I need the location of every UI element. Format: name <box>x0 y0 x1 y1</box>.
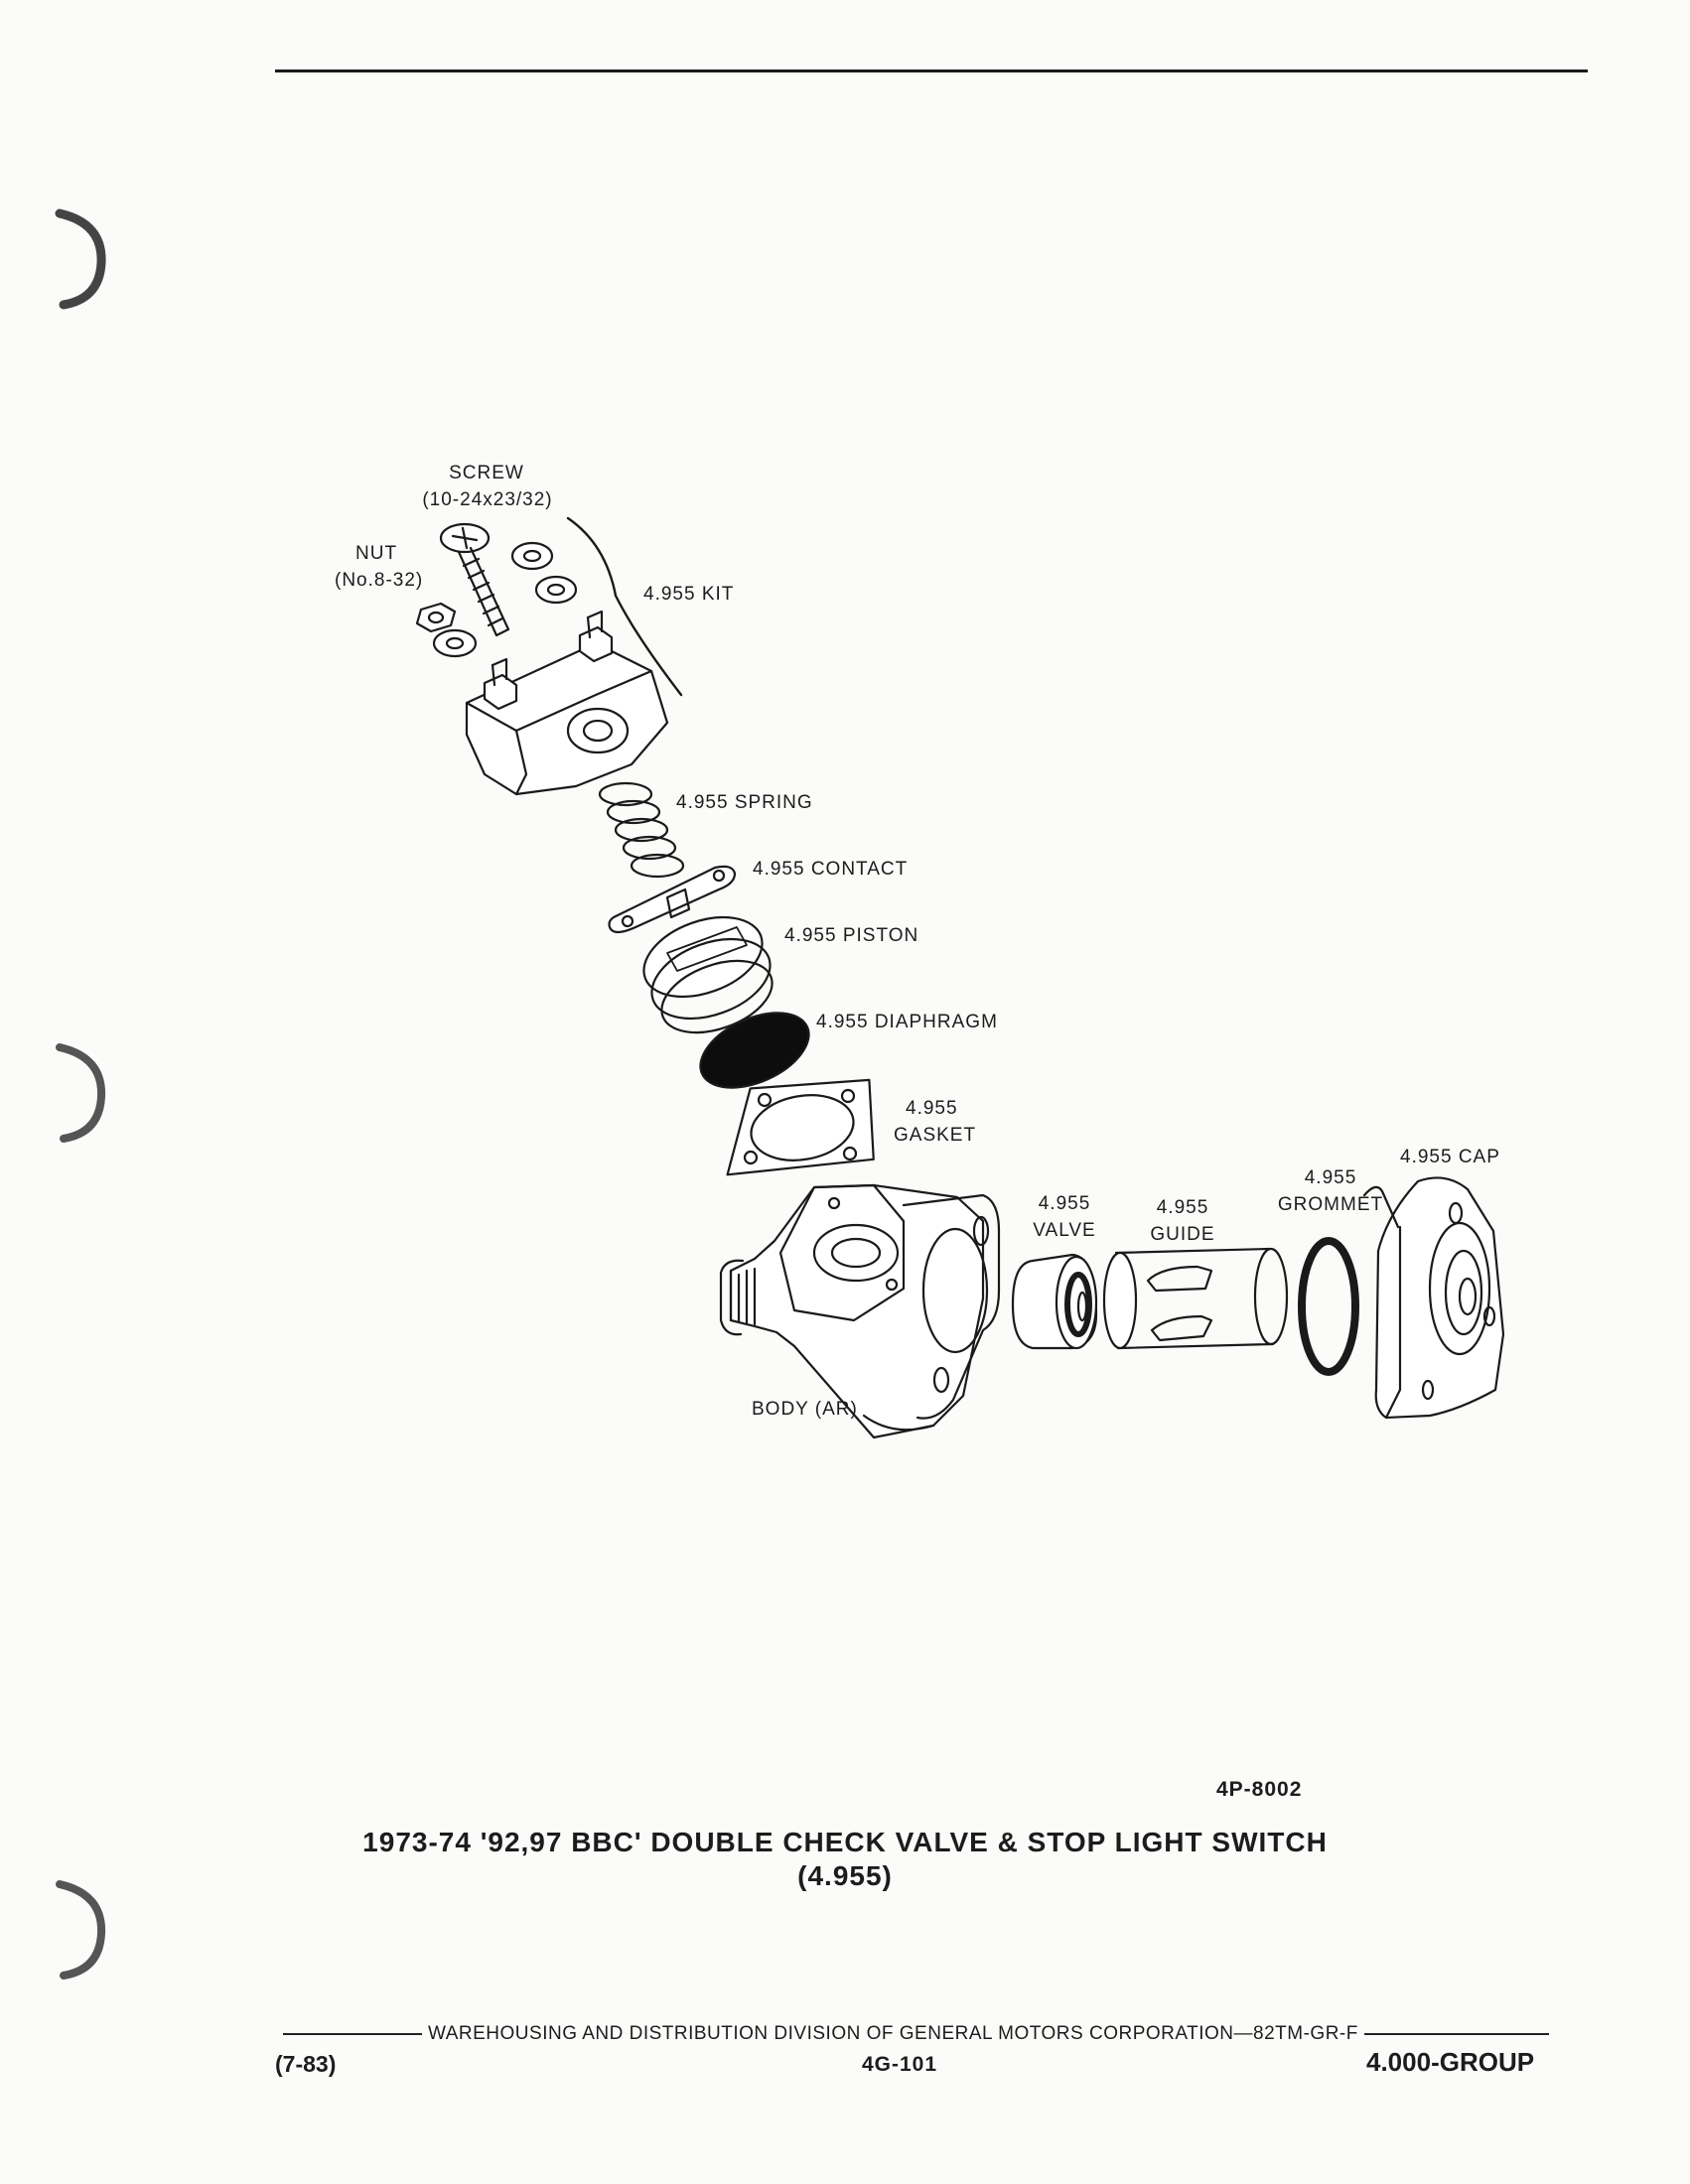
footer-page-number: 4G-101 <box>862 2053 938 2076</box>
binder-hole-middle <box>56 1043 106 1143</box>
label-piston: 4.955 PISTON <box>784 925 919 946</box>
label-body: BODY (AR) <box>752 1399 858 1420</box>
label-guide-number: 4.955 <box>1156 1197 1209 1218</box>
footer-rule-right <box>1363 2033 1549 2035</box>
label-grommet-number: 4.955 <box>1304 1167 1357 1188</box>
nuts-and-washers <box>415 541 578 658</box>
label-nut: NUT <box>355 543 398 564</box>
cap-part <box>1362 1176 1505 1420</box>
label-gasket: GASKET <box>894 1125 977 1146</box>
label-contact: 4.955 CONTACT <box>753 859 909 880</box>
figure-code: 4P-8002 <box>1216 1778 1303 1801</box>
footer-group: 4.000-GROUP <box>1366 2047 1535 2077</box>
spring-part <box>598 781 685 879</box>
label-guide: GUIDE <box>1150 1224 1215 1245</box>
label-diaphragm: 4.955 DIAPHRAGM <box>816 1012 998 1032</box>
kit-bracket <box>566 516 683 697</box>
top-rule <box>275 69 1588 72</box>
kit-housing-part <box>465 610 669 796</box>
binder-hole-top <box>55 208 106 310</box>
footer-rule-left <box>283 2033 422 2035</box>
binder-hole-bottom <box>56 1880 106 1979</box>
label-gasket-number: 4.955 <box>906 1098 958 1119</box>
piston-part <box>642 915 774 1034</box>
figure-title: 1973-74 '92,97 BBC' DOUBLE CHECK VALVE &… <box>362 1827 1328 1857</box>
label-valve-number: 4.955 <box>1038 1193 1091 1214</box>
footer-date: (7-83) <box>275 2051 337 2077</box>
label-valve: VALVE <box>1033 1220 1096 1241</box>
diaphragm-part <box>699 1012 810 1089</box>
label-spring: 4.955 SPRING <box>676 792 813 813</box>
gasket-part <box>726 1078 875 1176</box>
label-cap: 4.955 CAP <box>1400 1147 1500 1167</box>
label-screw: SCREW <box>449 463 524 483</box>
footer-division-text: WAREHOUSING AND DISTRIBUTION DIVISION OF… <box>428 2023 1358 2044</box>
contact-part <box>608 865 737 934</box>
label-nut-size: (No.8-32) <box>335 570 424 591</box>
figure-title-code: (4.955) <box>797 1860 893 1891</box>
guide-part <box>1102 1247 1289 1350</box>
body-part <box>719 1183 1001 1439</box>
grommet-part <box>1298 1237 1359 1376</box>
screw-part <box>439 522 510 637</box>
valve-part <box>1011 1253 1098 1350</box>
label-screw-size: (10-24x23/32) <box>422 489 553 510</box>
label-grommet: GROMMET <box>1277 1194 1384 1215</box>
label-kit: 4.955 KIT <box>643 584 735 605</box>
footer-division-line: WAREHOUSING AND DISTRIBUTION DIVISION OF… <box>283 2023 1549 2045</box>
